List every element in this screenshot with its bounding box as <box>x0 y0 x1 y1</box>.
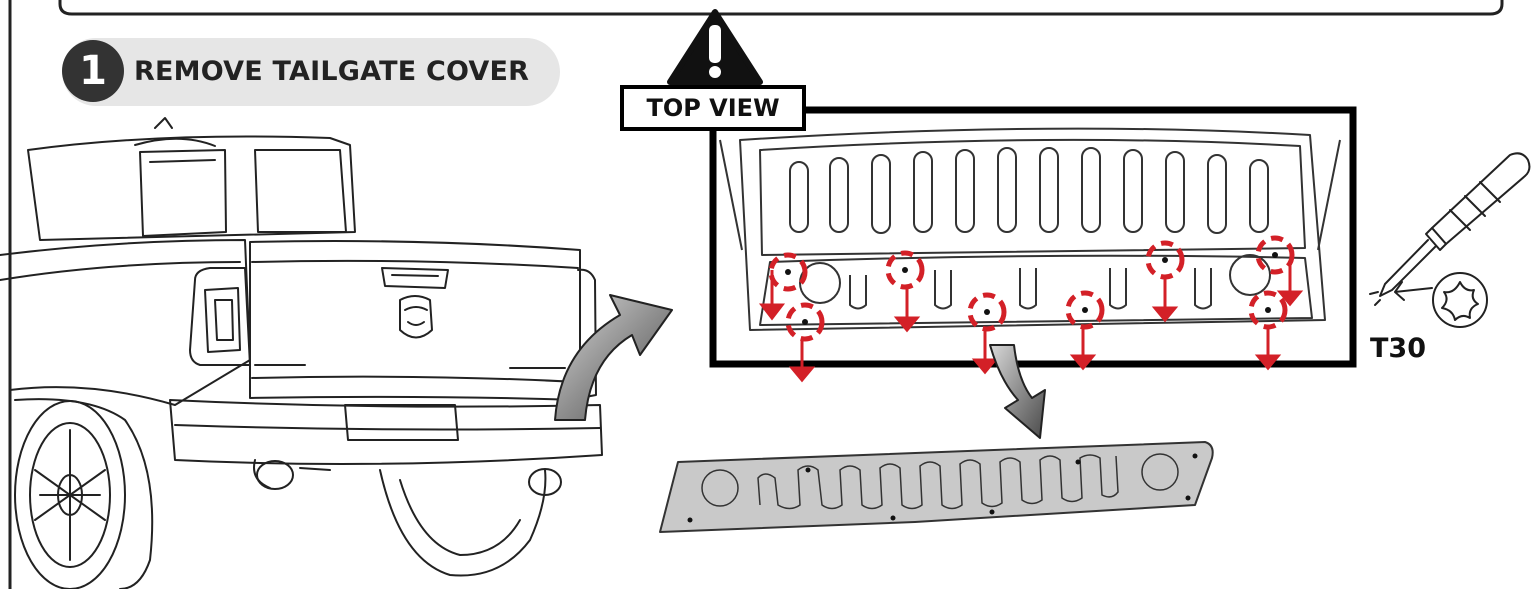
tool-size-label: T30 <box>1370 333 1426 364</box>
warning-triangle-icon <box>667 9 763 85</box>
tailgate-cover-panel <box>659 441 1214 533</box>
step-number-badge: 1 <box>62 40 124 102</box>
tailgate-top-view <box>719 127 1341 331</box>
removal-arrows <box>758 265 1304 383</box>
step-title: REMOVE TAILGATE COVER <box>134 56 530 87</box>
fastener-dots <box>785 252 1278 325</box>
step-header-pill <box>62 38 560 106</box>
transition-arrow-right <box>554 294 673 421</box>
page-frame <box>8 0 1504 589</box>
torx-screwdriver-icon <box>1369 152 1531 328</box>
fastener-markers <box>768 235 1295 342</box>
transition-arrow-down <box>989 344 1046 439</box>
truck-illustration <box>0 117 603 589</box>
top-view-label: TOP VIEW <box>620 85 806 131</box>
